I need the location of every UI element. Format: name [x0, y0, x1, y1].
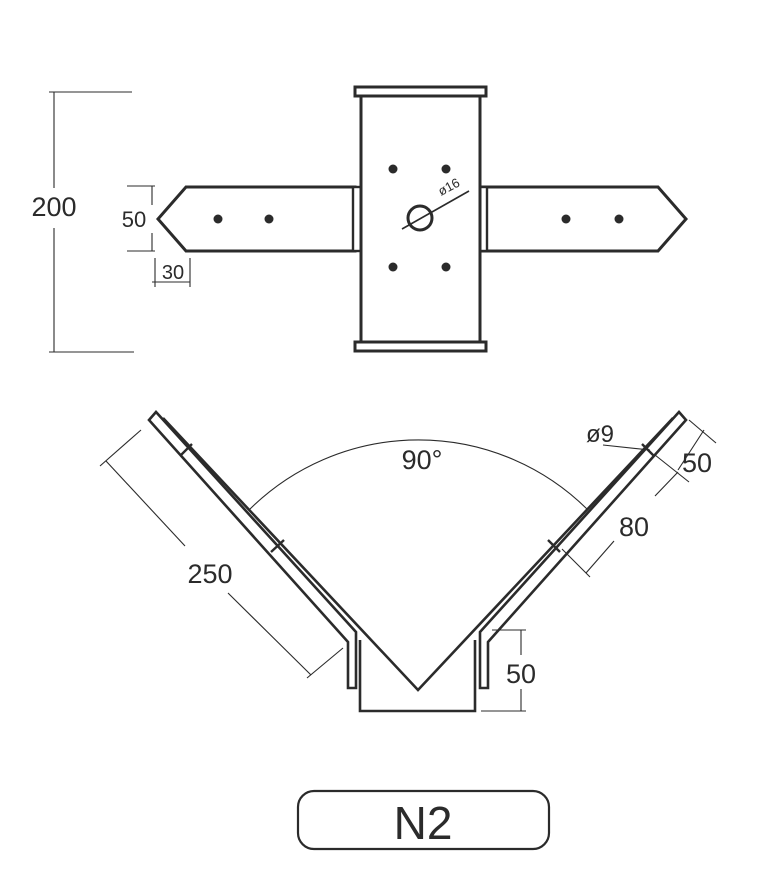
- v-hole-mark: [179, 443, 193, 457]
- hole-offset-dimension-label: 50: [682, 448, 712, 478]
- arm-length-dim-ext-top: [99, 429, 142, 467]
- arm-width-dimension-label: 50: [122, 207, 146, 232]
- arm-width-dim-gap: [142, 205, 156, 233]
- hole-diameter-label: ø9: [586, 421, 614, 448]
- arm-length-dimension-label: 250: [187, 559, 232, 589]
- model-label: N2: [394, 797, 453, 849]
- plate-hole: [441, 164, 451, 174]
- arm-length-dim-ext-bottom: [306, 647, 344, 679]
- center-plate-bottom-lip: [353, 340, 488, 353]
- v-bracket-outer-right: [478, 410, 688, 690]
- hole-offset-dim-ext: [654, 454, 690, 483]
- model-label-frame: [296, 789, 551, 851]
- hole-offset-dim-line: [677, 429, 705, 471]
- v-bracket-inner: [162, 417, 674, 692]
- plate-hole: [388, 262, 398, 272]
- arm-hole: [264, 214, 274, 224]
- height-dimension-label: 200: [31, 192, 76, 222]
- arm-hole: [561, 214, 571, 224]
- v-bracket-view: 90° ø9 250 50 80 5: [99, 410, 717, 713]
- v-bracket-base: [358, 640, 477, 713]
- plate-hole: [388, 164, 398, 174]
- right-arm: [481, 185, 688, 253]
- arm-length-dim-line: [227, 592, 312, 676]
- center-plate-top-lip: [353, 85, 488, 98]
- v-hole-mark: [547, 539, 561, 553]
- hole-spacing-dim-line: [654, 471, 679, 497]
- v-bracket-outer: [147, 410, 358, 690]
- angle-label: 90°: [402, 445, 443, 475]
- hole-spacing-dim-ext: [561, 548, 591, 578]
- hole-spacing-dim-line: [585, 540, 615, 574]
- left-arm: [156, 185, 357, 253]
- base-height-dimension-label: 50: [506, 659, 536, 689]
- hole-spacing-dimension-label: 80: [619, 512, 649, 542]
- center-hole-leader: [401, 190, 470, 230]
- model-label-box: N2: [296, 789, 551, 851]
- arm-length-dim-line: [105, 460, 186, 547]
- tip-length-dimension-label: 30: [162, 262, 184, 284]
- arm-hole: [213, 214, 223, 224]
- arm-hole: [614, 214, 624, 224]
- top-view: ø16 200 50 30: [31, 85, 688, 353]
- plate-hole: [441, 262, 451, 272]
- angle-arc: [248, 439, 589, 511]
- hole-diameter-leader: [602, 444, 651, 451]
- base-height-dim-gap: [507, 655, 537, 689]
- height-dim-gap: [44, 188, 64, 228]
- v-hole-mark: [270, 539, 285, 553]
